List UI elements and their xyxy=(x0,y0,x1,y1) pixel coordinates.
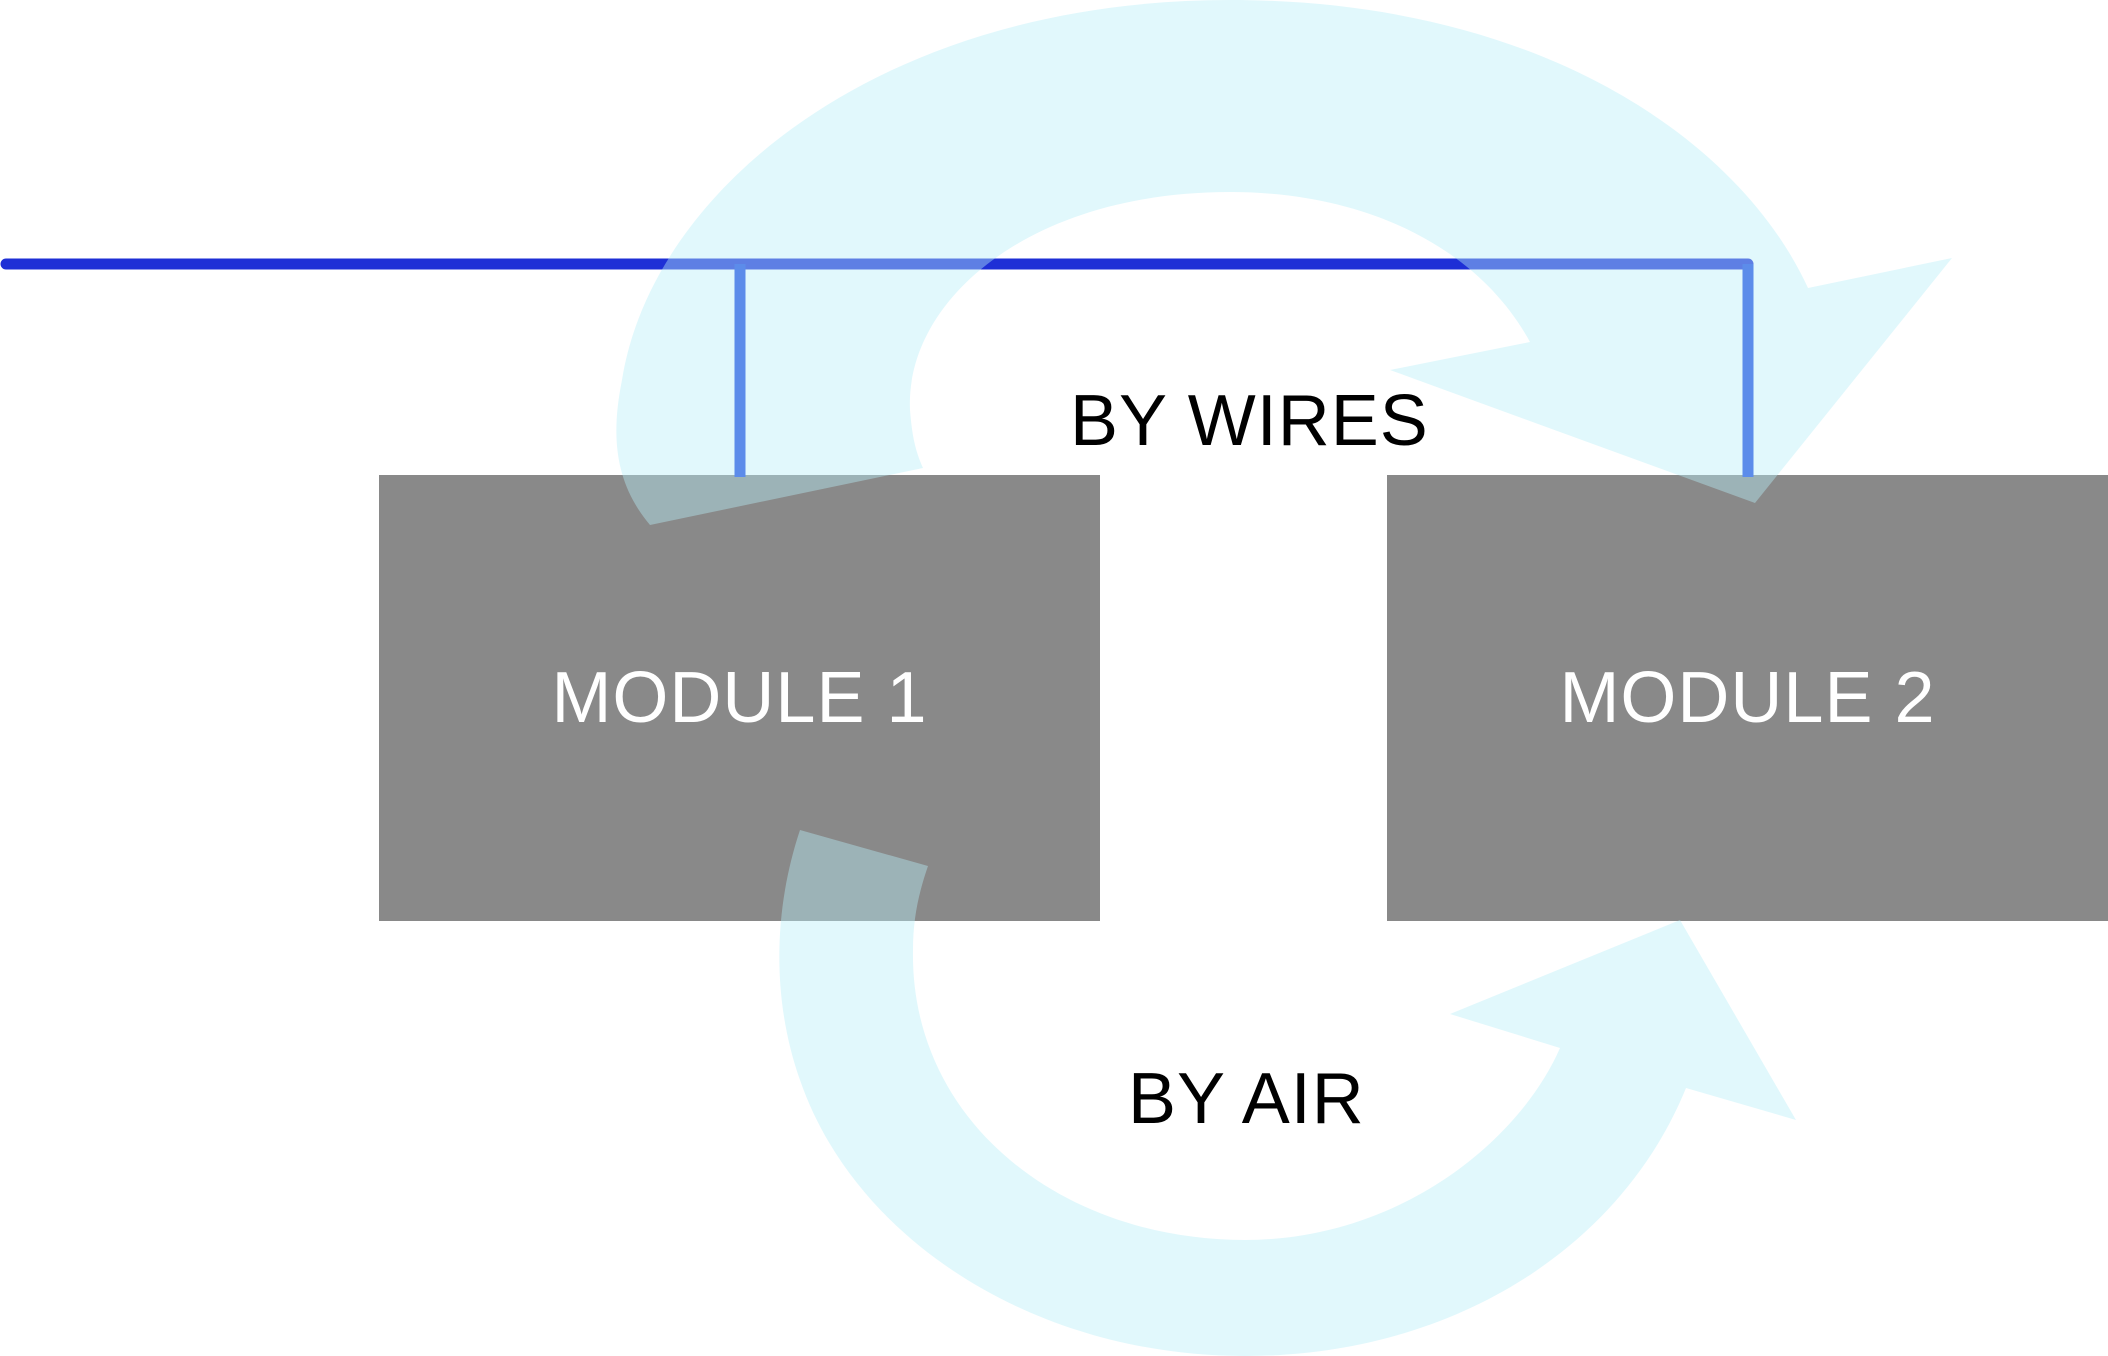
by-wires-label: BY WIRES xyxy=(1070,381,1429,461)
by-air-label: BY AIR xyxy=(1128,1059,1365,1139)
module-1-label: MODULE 1 xyxy=(551,658,928,738)
module-2-label: MODULE 2 xyxy=(1559,658,1936,738)
module-2-box: MODULE 2 xyxy=(1387,475,2108,921)
module-1-box: MODULE 1 xyxy=(379,475,1100,921)
